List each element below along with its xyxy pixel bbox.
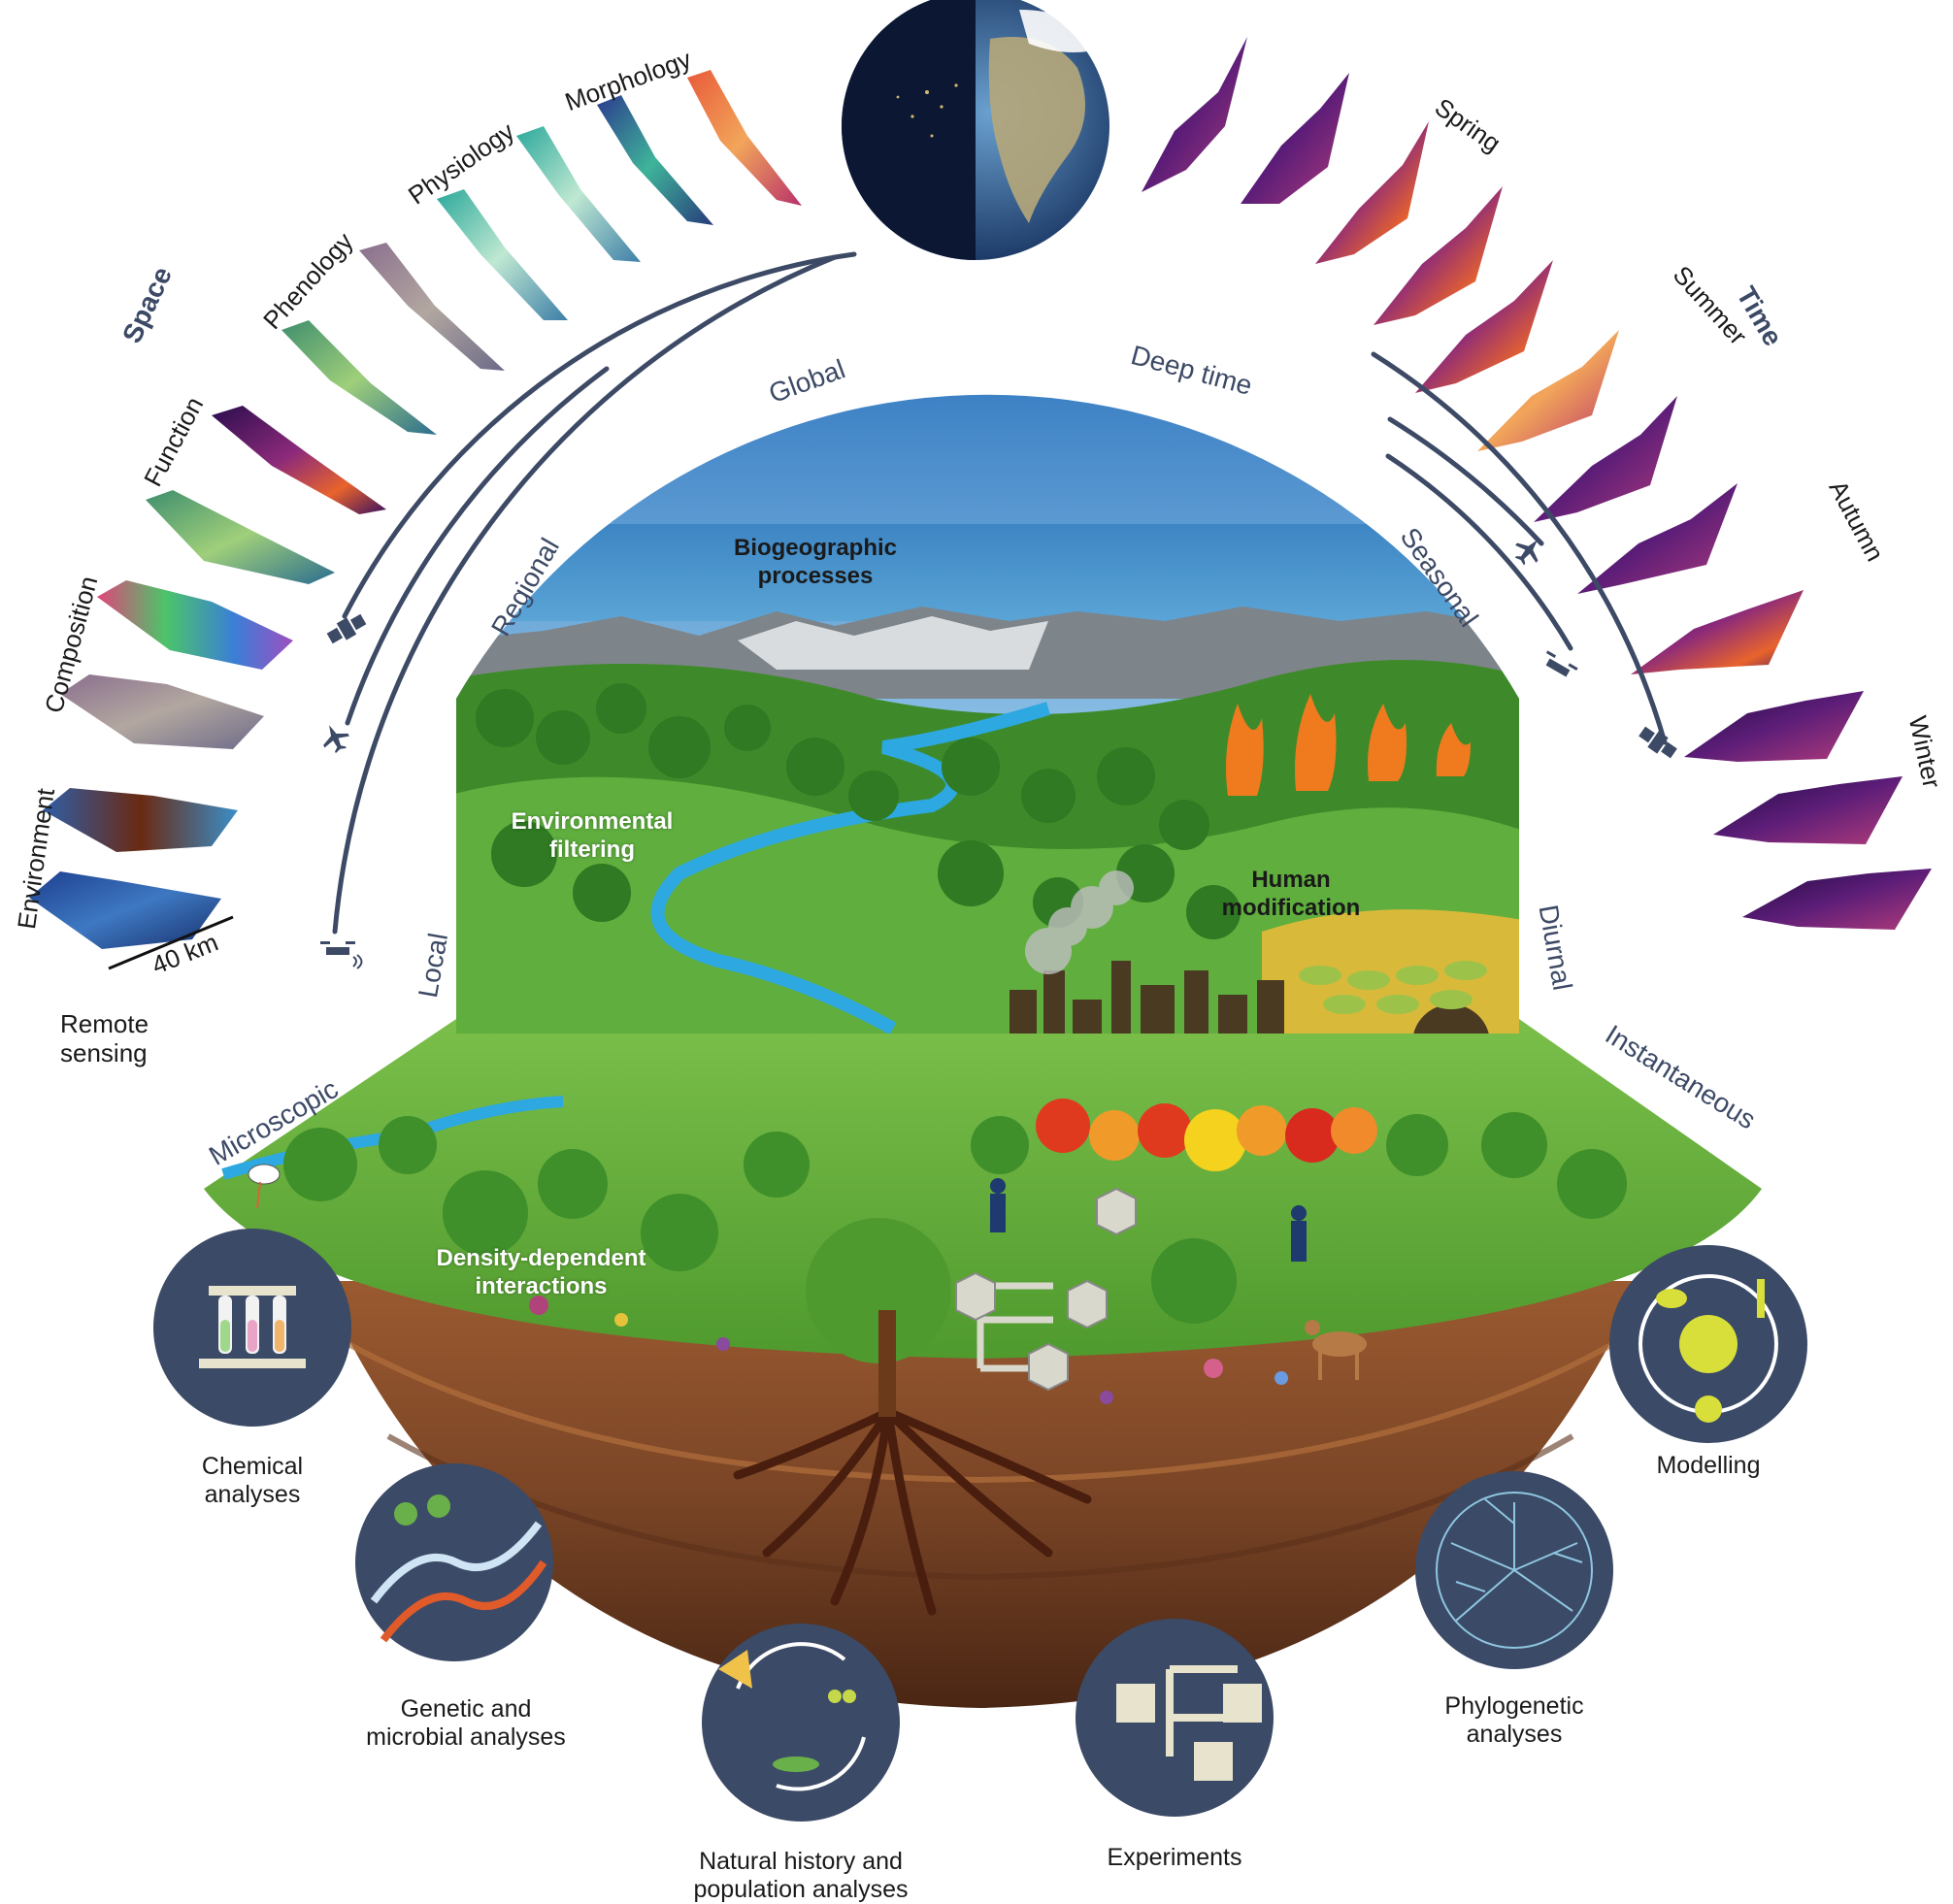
map-tile-time-11 <box>1713 776 1903 844</box>
foreground-scene <box>221 1096 1627 1417</box>
landscape-dome <box>456 394 1519 1034</box>
map-tile-time-1 <box>1142 37 1247 192</box>
ground-platform <box>204 1019 1762 1359</box>
map-tile-time-8 <box>1577 483 1738 594</box>
foreground-trees <box>283 1112 1627 1363</box>
drone-icon <box>320 941 363 969</box>
map-tile-function <box>146 490 335 584</box>
time-map-tiles <box>1142 37 1932 930</box>
method-natural-history[interactable] <box>702 1624 900 1822</box>
process-human: Human modification <box>1221 867 1361 921</box>
method-label-modelling: Modelling <box>1656 1452 1761 1479</box>
map-tile-environment-1 <box>29 871 221 949</box>
map-tile-physiology-1 <box>359 243 505 371</box>
map-tile-morphology-1 <box>516 126 641 262</box>
map-tile-composition-2 <box>97 580 293 670</box>
method-label-phylogenetic: Phylogenetic analyses <box>1444 1692 1584 1748</box>
process-environmental: Environmental filtering <box>511 808 674 863</box>
space-scale-arcs <box>332 251 857 935</box>
drone-icon-time <box>1545 650 1578 677</box>
map-tile-time-4 <box>1374 186 1503 325</box>
remote-sensing-label: Remote sensing <box>60 1009 149 1067</box>
phylogeny-icon <box>1436 1492 1593 1649</box>
map-tile-time-7 <box>1534 396 1677 522</box>
method-chemical[interactable] <box>153 1229 351 1427</box>
airplane-icon-time <box>1514 540 1539 566</box>
experiment-grid <box>955 1187 1137 1392</box>
map-tile-phenology-1 <box>212 406 386 514</box>
researchers <box>990 1178 1307 1262</box>
time-scale-arcs <box>1371 351 1668 745</box>
satellite-icon-time <box>1639 726 1677 759</box>
method-phylogenetic[interactable] <box>1415 1471 1613 1669</box>
deer <box>1305 1320 1367 1380</box>
map-tile-environment-2 <box>43 788 238 852</box>
test-tubes-icon <box>199 1286 306 1368</box>
map-tile-time-10 <box>1684 691 1864 762</box>
forest-trees <box>476 683 1241 939</box>
earth-globe <box>842 0 1109 260</box>
map-tile-physiology-2 <box>437 189 568 320</box>
autumn-trees <box>1036 1099 1377 1171</box>
map-tile-phenology-2 <box>281 320 437 435</box>
farm-fields <box>1299 961 1487 1014</box>
method-label-genetic: Genetic and microbial analyses <box>366 1695 566 1751</box>
map-tile-composition-1 <box>60 674 264 749</box>
dna-icon <box>370 1494 547 1643</box>
model-cycle-icon <box>1639 1274 1778 1423</box>
map-tile-time-12 <box>1742 869 1932 930</box>
tree-roots <box>733 1407 1092 1616</box>
space-map-tiles <box>29 70 802 949</box>
river <box>650 702 1051 1034</box>
stork <box>248 1164 281 1209</box>
map-tile-morphology-2 <box>597 95 713 225</box>
experiment-icon <box>1116 1665 1262 1781</box>
map-tile-time-2 <box>1241 73 1349 204</box>
airplane-icon <box>323 725 349 754</box>
map-tile-morphology-3 <box>687 70 802 206</box>
scale-bar <box>108 915 234 970</box>
central-tree-trunk <box>878 1310 896 1417</box>
method-label-natural-history: Natural history and population analyses <box>693 1848 909 1903</box>
method-label-chemical: Chemical analyses <box>201 1453 304 1508</box>
city-skyline <box>1010 961 1490 1034</box>
map-tile-time-3 <box>1315 121 1429 264</box>
method-genetic[interactable] <box>355 1463 553 1661</box>
life-cycle-icon <box>718 1642 866 1791</box>
satellite-icon <box>326 613 367 644</box>
flowers <box>529 1296 1288 1404</box>
process-biogeographic: Biogeographic processes <box>733 535 897 589</box>
map-tile-time-5 <box>1415 260 1553 393</box>
smoke <box>1025 870 1134 974</box>
method-modelling[interactable] <box>1609 1245 1807 1443</box>
wildfire <box>1225 694 1471 796</box>
method-experiments[interactable] <box>1076 1619 1274 1817</box>
map-tile-time-6 <box>1477 330 1619 451</box>
map-tile-time-9 <box>1631 590 1804 674</box>
method-label-experiments: Experiments <box>1107 1844 1242 1871</box>
process-density: Density-dependent interactions <box>436 1245 646 1299</box>
